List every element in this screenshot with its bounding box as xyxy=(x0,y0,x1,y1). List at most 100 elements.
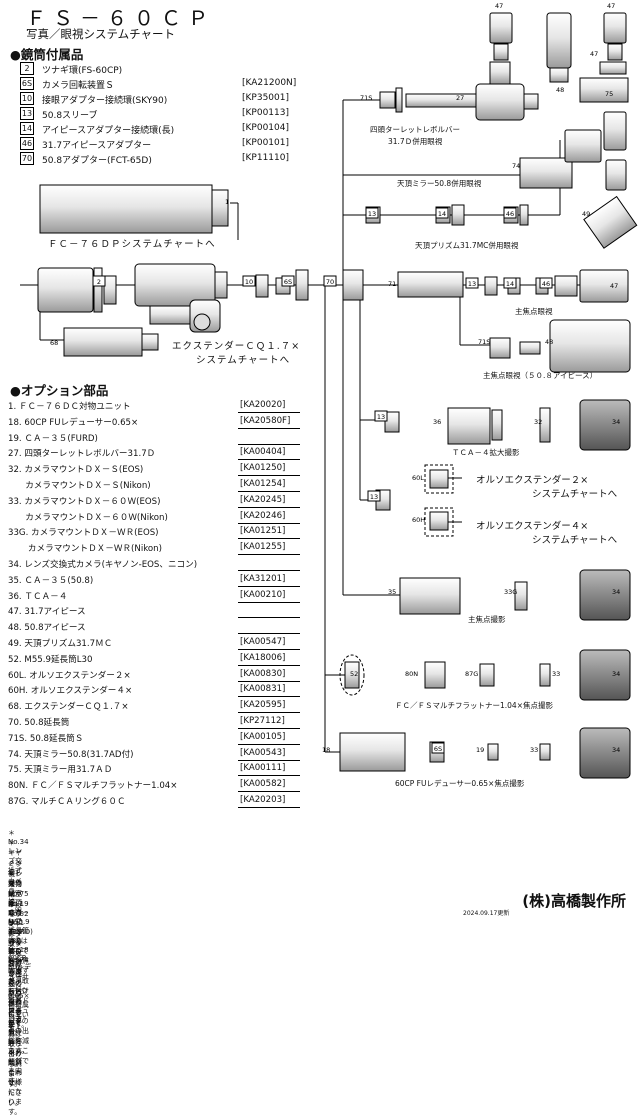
diagram-part-number: 49 xyxy=(582,210,590,218)
option-label: 32. カメラマウントＤＸ－Ｓ(EOS) xyxy=(8,465,144,476)
caption-ortho2-1: オルソエクステンダー２× xyxy=(476,475,589,486)
caption-turret-1: 四頭ターレットレボルバー xyxy=(370,125,460,134)
caption-cq17-1: エクステンダーＣＱ１.７× xyxy=(172,341,301,352)
option-label: 27. 四頭ターレットレボルバー31.7Ｄ xyxy=(8,449,156,460)
page-subtitle: 写真／眼視システムチャート xyxy=(26,27,176,41)
option-label: 47. 31.7アイピース xyxy=(8,607,86,618)
option-label: 33G. カメラマウントＤＸ－ＷＲ(EOS) xyxy=(8,528,159,539)
option-label: 75. 天頂ミラー用31.7ＡＤ xyxy=(8,765,113,776)
part-label: ツナギ環(FS-60CP) xyxy=(42,66,123,76)
options-heading: ●オプション部品 xyxy=(10,383,109,398)
included-heading: ●鏡筒付属品 xyxy=(10,47,84,62)
part-label: 50.8スリーブ xyxy=(42,111,98,121)
option-code: [KA01251] xyxy=(240,526,286,537)
option-item: 47. 31.7アイピース xyxy=(0,605,320,619)
option-label: 48. 50.8アイピース xyxy=(8,623,86,634)
included-item: 70 50.8アダプター(FCT-65D) [KP11110] xyxy=(0,152,310,166)
diagram-part-number: 13 xyxy=(468,280,476,288)
option-item: 80N. ＦＣ／ＦＳマルチフラットナー1.04× [KA00582] xyxy=(0,779,320,793)
zenith-mirror xyxy=(519,111,627,189)
caption-ortho4-1: オルソエクステンダー４× xyxy=(476,521,589,532)
part-number-box: 46 xyxy=(20,137,34,150)
caption-ortho2-2: システムチャートへ xyxy=(532,489,618,500)
diagram-part-number: 47 xyxy=(590,50,598,58)
part-label: 接眼アダプター接続環(SKY90) xyxy=(42,96,168,106)
option-code: [KA00404] xyxy=(240,447,286,458)
diagram-part-number: 47 xyxy=(610,282,618,290)
part-label: アイピースアダプター接続環(長) xyxy=(42,126,175,136)
part-number-box: 6S xyxy=(20,77,34,90)
diagram-part-number: 80N xyxy=(405,670,418,678)
diagram-part-number: 2 xyxy=(97,278,101,286)
option-item: 87G. マルチＣＡリング６０Ｃ [KA20203] xyxy=(0,795,320,809)
caption-prime-photo: 主焦点撮影 xyxy=(468,615,506,624)
diagram-part-number: 48 xyxy=(545,338,553,346)
part-code: [KP00104] xyxy=(242,123,289,133)
option-label: カメラマウントＤＸ－Ｓ(Nikon) xyxy=(8,481,151,491)
option-label: 18. 60CP FUレデューサー0.65× xyxy=(8,417,139,428)
option-label: 68. エクステンダーＣＱ１.７× xyxy=(8,702,129,713)
part-number-box: 2 xyxy=(20,62,34,75)
diagram-part-number: 46 xyxy=(506,210,514,218)
part-label: 31.7アイピースアダプター xyxy=(42,141,152,151)
option-label: 70. 50.8延長筒 xyxy=(8,718,70,728)
diagram-part-number: 34 xyxy=(612,670,620,678)
option-item: 18. 60CP FUレデューサー0.65× [KA20580F] xyxy=(0,416,320,430)
option-item: 35. ＣＡ－３５(50.8) [KA31201] xyxy=(0,574,320,588)
diagram-part-number: 33 xyxy=(552,670,560,678)
diagram-part-number: 74 xyxy=(512,162,520,170)
reducer-row xyxy=(339,727,631,779)
option-item: カメラマウントＤＸ－Ｓ(Nikon) [KA01254] xyxy=(0,479,320,493)
diagram-part-number: 36 xyxy=(433,418,441,426)
option-code: [KA31201] xyxy=(240,573,286,584)
included-item: 13 50.8スリーブ [KP00113] xyxy=(0,107,310,121)
option-code: [KA00543] xyxy=(240,747,286,758)
option-code: [KA00831] xyxy=(240,684,286,695)
option-code: [KA20203] xyxy=(240,795,286,805)
option-label: 34. レンズ交換式カメラ(キヤノン-EOS、ニコン) xyxy=(8,560,198,570)
diagram-part-number: 60H xyxy=(412,516,425,524)
diagram-part-number: 14 xyxy=(506,280,514,288)
diagram-part-number: 35 xyxy=(388,588,396,596)
page-title: ＦＳ－６０ＣＰ xyxy=(26,6,215,30)
option-code: [KA00582] xyxy=(240,779,286,790)
diagram-part-number: 14 xyxy=(438,210,446,218)
option-label: 1. ＦＣ－７６ＤＣ対物ユニット xyxy=(8,402,131,412)
option-label: 60H. オルソエクステンダー４× xyxy=(8,686,133,697)
diagram-part-number: 48 xyxy=(556,86,564,94)
diagram-part-number: 60L xyxy=(412,474,424,482)
part-code: [KP35001] xyxy=(242,93,289,103)
note-line: ＊ No.52 M55.9延長筒L30は無くても合焦しますが、取り付けるとドロチ… xyxy=(8,901,30,1086)
zenith-prism-group xyxy=(365,159,638,249)
option-item: 34. レンズ交換式カメラ(キヤノン-EOS、ニコン) xyxy=(0,558,320,572)
update-date: 2024.09.17更新 xyxy=(463,910,510,917)
option-item: 70. 50.8延長筒 [KP27112] xyxy=(0,716,320,730)
part-label: 50.8アダプター(FCT-65D) xyxy=(42,156,152,166)
part-code: [KP00101] xyxy=(242,138,289,148)
option-code: [KA20595] xyxy=(240,700,286,711)
option-item: 19. ＣＡ－３５(FURD) xyxy=(0,432,320,446)
diagram-part-number: 71 xyxy=(388,280,396,288)
ortho-row xyxy=(375,469,449,531)
diagram-part-number: 34 xyxy=(612,746,620,754)
diagram-part-number: 33 xyxy=(530,746,538,754)
main-scope xyxy=(37,263,228,333)
part-number-box: 14 xyxy=(20,122,34,135)
option-item: カメラマウントＤＸ－ＷＲ(Nikon) [KA01255] xyxy=(0,542,320,556)
option-label: 36. ＴＣＡ－４ xyxy=(8,591,68,602)
diagram-part-number: 27 xyxy=(456,94,464,102)
option-label: カメラマウントＤＸ－ＷＲ(Nikon) xyxy=(8,544,162,555)
option-code: [KA20020] xyxy=(240,400,286,410)
diagram-part-number: 71S xyxy=(478,338,490,346)
option-code: [KA00830] xyxy=(240,668,286,679)
option-item: 60H. オルソエクステンダー４× [KA00831] xyxy=(0,684,320,698)
option-code: [KA20580F] xyxy=(240,415,291,426)
diagram-part-number: 18 xyxy=(322,746,330,754)
caption-zenith-mirror: 天頂ミラー50.8併用眼視 xyxy=(397,179,482,188)
diagram-part-number: 71S xyxy=(360,94,372,102)
diagram-part-number: 13 xyxy=(368,210,376,218)
option-label: 49. 天頂プリズム31.7ＭＣ xyxy=(8,639,113,649)
diagram-part-number: 33G xyxy=(504,588,517,596)
diagram-part-number: 46 xyxy=(542,280,550,288)
diagram-part-number: 32 xyxy=(534,418,542,426)
